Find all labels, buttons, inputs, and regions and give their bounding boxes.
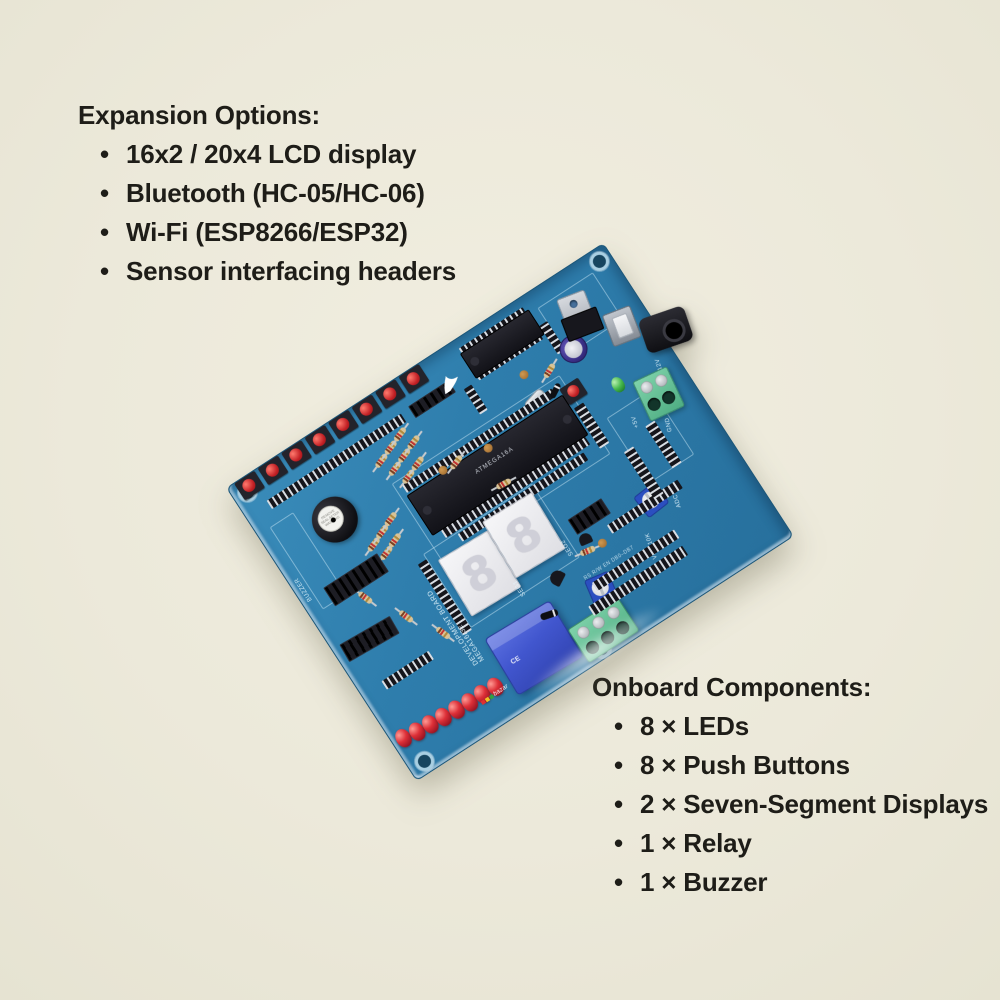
resistor	[579, 545, 597, 557]
resistor	[542, 362, 557, 380]
silkscreen-bird-logo	[444, 376, 458, 395]
pin-header	[463, 384, 488, 415]
seven-segment-digit: 8	[451, 542, 508, 605]
onboard-components-callout: Onboard Components: 8 × LEDs 8 × Push Bu…	[592, 668, 988, 902]
mounting-hole	[590, 252, 609, 271]
relay-marking: CE	[509, 655, 522, 667]
list-item: Bluetooth (HC-05/HC-06)	[78, 174, 456, 213]
onboard-components-title: Onboard Components:	[592, 672, 872, 702]
push-button	[257, 455, 289, 486]
power-switch-cap	[611, 312, 635, 339]
list-item: 8 × Push Buttons	[592, 746, 988, 785]
push-button-cap	[565, 382, 582, 400]
female-header	[339, 615, 400, 663]
resistor	[374, 452, 389, 469]
expansion-options-callout: Expansion Options: 16x2 / 20x4 LCD displ…	[78, 96, 456, 291]
resistor	[357, 590, 374, 605]
list-item: 2 × Seven-Segment Displays	[592, 785, 988, 824]
dc-jack-opening	[659, 315, 689, 345]
resistor	[383, 439, 398, 456]
push-button	[304, 424, 336, 455]
terminal-hole	[645, 395, 663, 413]
terminal-screw	[653, 372, 670, 389]
expansion-options-title: Expansion Options:	[78, 100, 320, 130]
push-button-cap	[357, 400, 376, 419]
onboard-components-list: 8 × LEDs 8 × Push Buttons 2 × Seven-Segm…	[592, 707, 988, 902]
resistor	[383, 510, 398, 528]
resistor	[406, 434, 421, 451]
silk-label-adc: ADC	[672, 493, 683, 509]
resistor	[387, 532, 403, 549]
expansion-options-list: 16x2 / 20x4 LCD display Bluetooth (HC-05…	[78, 135, 456, 291]
list-item: 8 × LEDs	[592, 707, 988, 746]
list-item: Sensor interfacing headers	[78, 252, 456, 291]
list-item: 1 × Relay	[592, 824, 988, 863]
push-button	[351, 394, 383, 425]
terminal-hole	[660, 388, 678, 407]
ceramic-capacitor	[517, 368, 531, 381]
terminal-screw	[638, 379, 655, 396]
push-button-cap	[263, 461, 282, 480]
push-button-cap	[404, 369, 423, 388]
push-button	[398, 363, 430, 394]
push-button	[374, 379, 406, 409]
push-button-cap	[380, 384, 399, 403]
list-item: Wi-Fi (ESP8266/ESP32)	[78, 213, 456, 252]
push-button-cap	[286, 445, 305, 464]
ic-notch	[468, 355, 482, 368]
push-button-cap	[310, 430, 329, 449]
mounting-hole	[415, 752, 434, 771]
female-header	[567, 498, 611, 536]
push-button	[234, 470, 266, 501]
push-button	[328, 409, 360, 440]
push-button-cap	[333, 415, 352, 434]
seven-segment-digit: 8	[496, 503, 552, 567]
push-button	[281, 440, 313, 470]
pcb: 12V GND ATMEGA16A	[225, 242, 795, 782]
ceramic-capacitor	[596, 536, 609, 550]
push-button-cap	[239, 476, 258, 495]
resistor	[397, 609, 415, 624]
power-led	[608, 374, 628, 395]
list-item: 1 × Buzzer	[592, 863, 988, 902]
resistor	[387, 460, 403, 477]
pin-header	[381, 650, 434, 690]
list-item: 16x2 / 20x4 LCD display	[78, 135, 456, 174]
resistor	[396, 447, 412, 464]
development-board: 12V GND ATMEGA16A	[225, 242, 795, 782]
